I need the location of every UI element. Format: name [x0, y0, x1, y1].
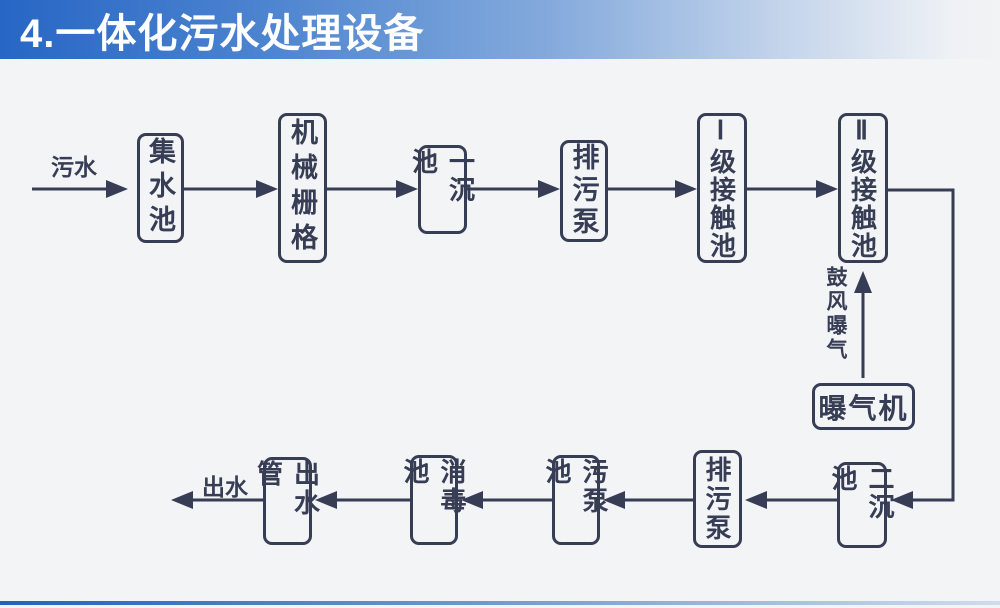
node-level2-contact-tank: Ⅱ级接触池 [838, 113, 888, 263]
arrow-grid-to-primary [327, 180, 418, 198]
node-sewage-pump-bottom: 排污泵 [693, 450, 742, 548]
node-outlet-pipe: 出水管 [254, 457, 321, 545]
label-blast-aeration: 鼓风曝气 [824, 266, 847, 362]
title-bar: 4.一体化污水处理设备 [0, 0, 1000, 59]
node-mechanical-grid: 机械栅格 [278, 113, 327, 263]
arrow-aerator-to-level2 [854, 271, 872, 378]
label-outflow: 出水 [202, 474, 248, 500]
connector-level2-to-secondary [888, 190, 953, 509]
arrow-primary-to-pump [467, 180, 560, 198]
arrow-sludge-to-disinfection [461, 491, 552, 509]
arrow-pump-to-sludge [603, 491, 693, 509]
node-primary-sedimentation-tank: 一沉池 [409, 145, 476, 234]
node-sludge-pump-tank: 污泵池 [542, 455, 609, 545]
arrow-disinfection-to-outlet [315, 491, 410, 509]
node-aerator: 曝气机 [812, 383, 915, 430]
arrow-pump-to-level1 [608, 180, 697, 198]
arrow-inflow [32, 180, 128, 198]
bottom-accent-bar [0, 601, 1000, 605]
arrow-secondary-to-pump [745, 491, 837, 509]
label-inflow: 污水 [51, 154, 97, 180]
arrow-collection-to-grid [184, 180, 278, 198]
node-collection-tank: 集水池 [137, 133, 184, 243]
node-disinfection-tank: 消毒池 [400, 455, 467, 545]
node-level1-contact-tank: Ⅰ级接触池 [697, 113, 747, 263]
arrow-outflow [171, 491, 263, 509]
page-title: 4.一体化污水处理设备 [20, 11, 425, 56]
arrow-level1-to-level2 [747, 180, 838, 198]
node-secondary-sedimentation-tank: 二沉池 [828, 462, 895, 548]
node-sewage-pump-top: 排污泵 [560, 140, 608, 242]
